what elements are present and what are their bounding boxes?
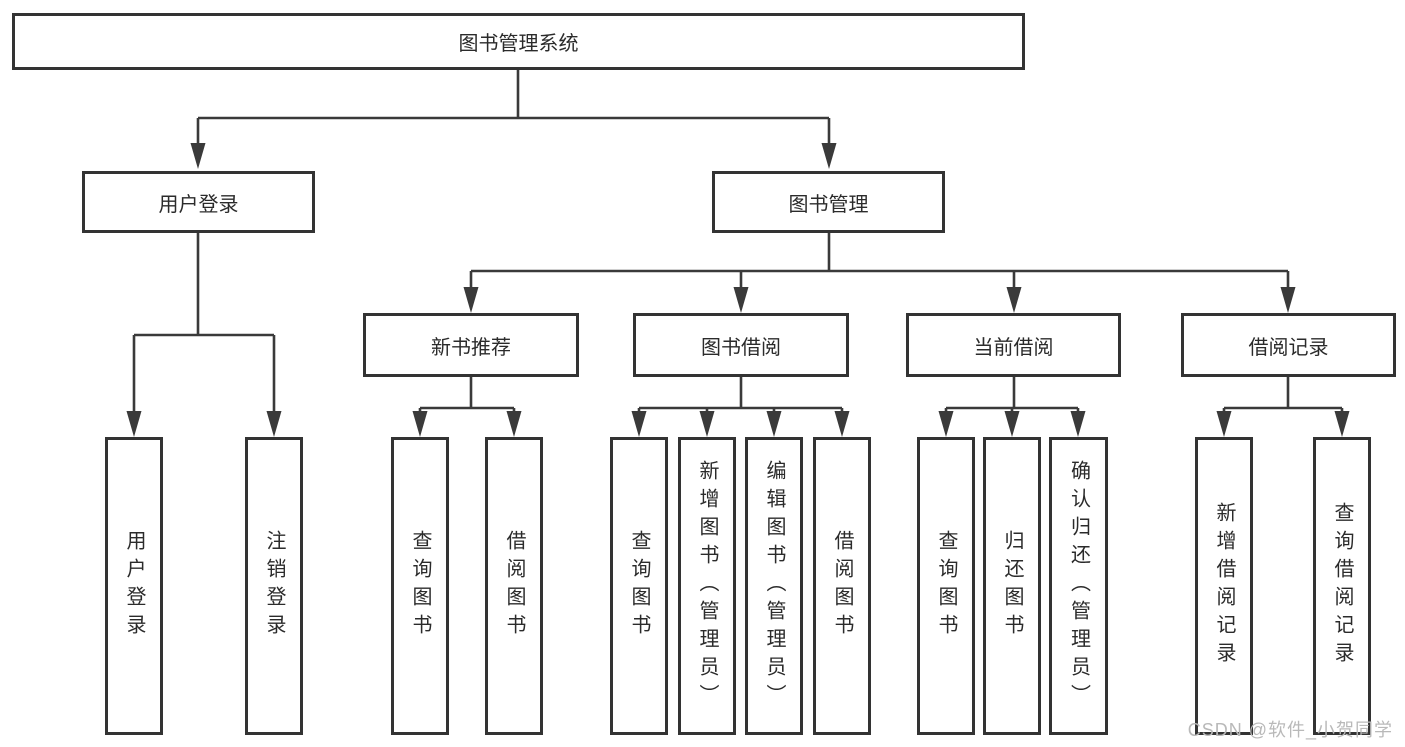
leaf-bb-query-books: 查询图书 [610, 437, 668, 735]
leaf-nbr-query-books: 查询图书 [391, 437, 449, 735]
node-user-login-label: 用户登录 [158, 193, 239, 216]
node-book-borrowing-label: 图书借阅 [701, 336, 781, 359]
node-root-label: 图书管理系统 [458, 33, 579, 55]
node-borrowing-records-label: 借阅记录 [1248, 336, 1329, 359]
leaf-cb-query-books: 查询图书 [917, 437, 975, 735]
leaf-nbr-borrow-books: 借阅图书 [485, 437, 543, 735]
node-book-borrowing: 图书借阅 [633, 313, 849, 377]
leaf-logout: 注销登录 [245, 437, 303, 735]
leaf-bb-edit-books-admin: 编辑图书（管理员） [745, 437, 803, 735]
node-user-login: 用户登录 [82, 171, 315, 233]
leaf-br-query-record: 查询借阅记录 [1313, 437, 1371, 735]
node-new-book-recommend: 新书推荐 [363, 313, 579, 377]
leaf-cb-return-books: 归还图书 [983, 437, 1041, 735]
node-current-borrowing-label: 当前借阅 [973, 336, 1054, 359]
leaf-user-login: 用户登录 [105, 437, 163, 735]
node-book-management-label: 图书管理 [788, 193, 869, 216]
node-book-management: 图书管理 [712, 171, 945, 233]
watermark: CSDN @软件_小贺同学 [1187, 720, 1393, 740]
leaf-bb-add-books-admin: 新增图书（管理员） [678, 437, 736, 735]
leaf-br-add-record: 新增借阅记录 [1195, 437, 1253, 735]
node-borrowing-records: 借阅记录 [1181, 313, 1396, 377]
node-new-book-recommend-label: 新书推荐 [431, 336, 511, 359]
leaf-cb-confirm-return-admin: 确认归还（管理员） [1049, 437, 1108, 735]
leaf-bb-borrow-books: 借阅图书 [813, 437, 871, 735]
node-current-borrowing: 当前借阅 [906, 313, 1121, 377]
node-root: 图书管理系统 [12, 13, 1025, 70]
